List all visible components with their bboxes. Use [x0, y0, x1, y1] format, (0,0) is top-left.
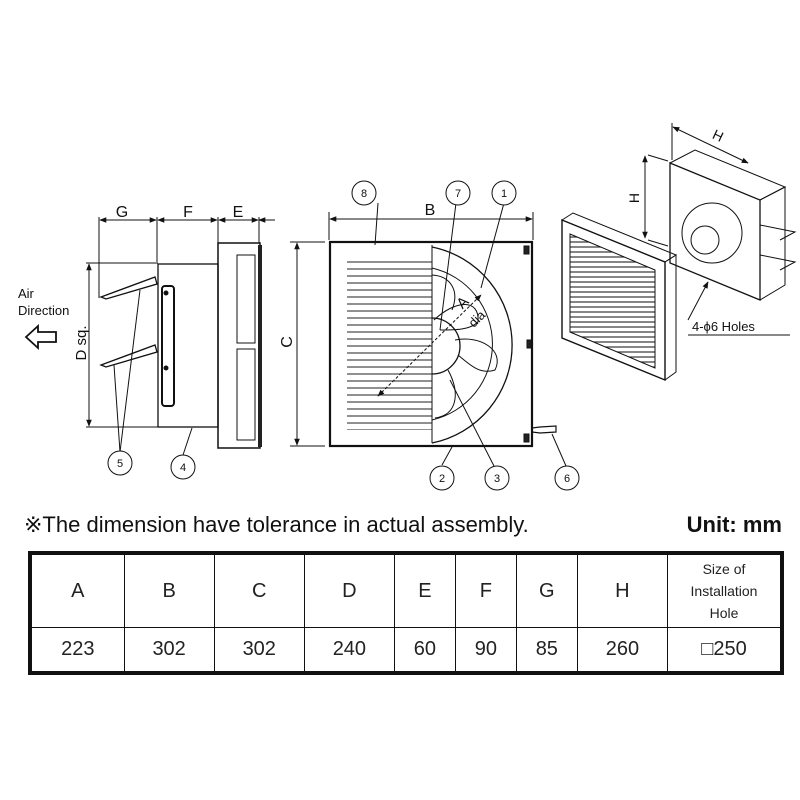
- air-direction-label-1: Air: [18, 286, 35, 301]
- value-g: 85: [515, 627, 578, 674]
- dim-label-h-top: H: [710, 126, 726, 145]
- header-f: F: [454, 552, 517, 628]
- svg-text:7: 7: [455, 188, 461, 200]
- holes-label: 4-ϕ6 Holes: [692, 319, 755, 334]
- dim-label-b: B: [425, 202, 436, 219]
- shutter-top: [99, 276, 158, 300]
- dimension-drawing: G F E D sq. Air Direction 5 4: [18, 123, 797, 491]
- header-hole-line-1: Size of: [702, 561, 746, 577]
- dimension-table: A B C D E F G H Size of Installation Hol…: [28, 551, 784, 675]
- air-direction-arrow: [24, 323, 57, 351]
- value-a: 223: [29, 627, 125, 674]
- dim-label-f: F: [183, 204, 193, 221]
- value-e: 60: [393, 627, 456, 674]
- dim-label-g: G: [116, 204, 128, 221]
- header-hole-line-3: Hole: [709, 605, 739, 621]
- iso-fan-chassis: [669, 162, 761, 301]
- front-view: [290, 202, 567, 467]
- dim-label-d-sq: D sq.: [73, 325, 90, 360]
- value-f: 90: [454, 627, 517, 674]
- value-c: 302: [213, 627, 305, 674]
- side-view: [24, 217, 275, 456]
- callout-1: 1: [491, 180, 517, 206]
- header-g: G: [515, 552, 578, 628]
- dim-h-top-line: [672, 126, 749, 164]
- fan-hub: [431, 317, 461, 375]
- fan-shroud: [431, 246, 513, 444]
- callout-4: 4: [170, 454, 196, 480]
- callout-3: 3: [484, 465, 510, 491]
- fan-blade: [454, 338, 498, 372]
- value-h: 260: [576, 627, 669, 674]
- callout-8: 8: [351, 180, 377, 206]
- tolerance-note: ※The dimension have tolerance in actual …: [24, 512, 529, 537]
- front-panel: [217, 242, 261, 449]
- shutter-bottom: [99, 344, 158, 368]
- svg-text:8: 8: [361, 188, 367, 200]
- header-hole-line-2: Installation: [690, 583, 758, 599]
- louver-grille: [347, 260, 432, 430]
- value-installation-hole: □250: [667, 627, 783, 674]
- dim-label-a: A: [453, 293, 472, 312]
- header-h: H: [576, 552, 669, 628]
- table-values-row: 223 302 302 240 60 90 85 260 □250: [29, 627, 783, 674]
- svg-text:3: 3: [494, 473, 500, 485]
- value-b: 302: [123, 627, 215, 674]
- callout-7: 7: [445, 180, 471, 206]
- callout-6: 6: [554, 465, 580, 491]
- front-frame: [328, 240, 534, 448]
- air-direction-label-2: Direction: [18, 303, 69, 318]
- svg-text:5: 5: [117, 458, 123, 470]
- iso-view: [561, 123, 797, 382]
- dim-label-e: E: [233, 204, 244, 221]
- header-installation-hole: Size of Installation Hole: [667, 552, 783, 628]
- svg-text:6: 6: [564, 473, 570, 485]
- svg-text:1: 1: [501, 188, 507, 200]
- unit-label: Unit: mm: [686, 512, 782, 537]
- header-b: B: [123, 552, 215, 628]
- header-d: D: [303, 552, 395, 628]
- svg-text:2: 2: [439, 473, 445, 485]
- header-a: A: [29, 552, 125, 628]
- header-e: E: [393, 552, 456, 628]
- callout-5: 5: [107, 450, 133, 476]
- svg-text:4: 4: [180, 462, 186, 474]
- cable: [531, 425, 557, 434]
- dim-label-c: C: [279, 336, 296, 348]
- table-header-row: A B C D E F G H Size of Installation Hol…: [29, 552, 783, 628]
- fan-blade: [434, 369, 456, 419]
- dim-a-line: [377, 294, 482, 397]
- dim-label-h-side: H: [626, 193, 642, 203]
- mount-plate: [161, 285, 175, 407]
- header-c: C: [213, 552, 305, 628]
- value-d: 240: [303, 627, 395, 674]
- duct-body: [157, 263, 219, 428]
- callout-2: 2: [429, 465, 455, 491]
